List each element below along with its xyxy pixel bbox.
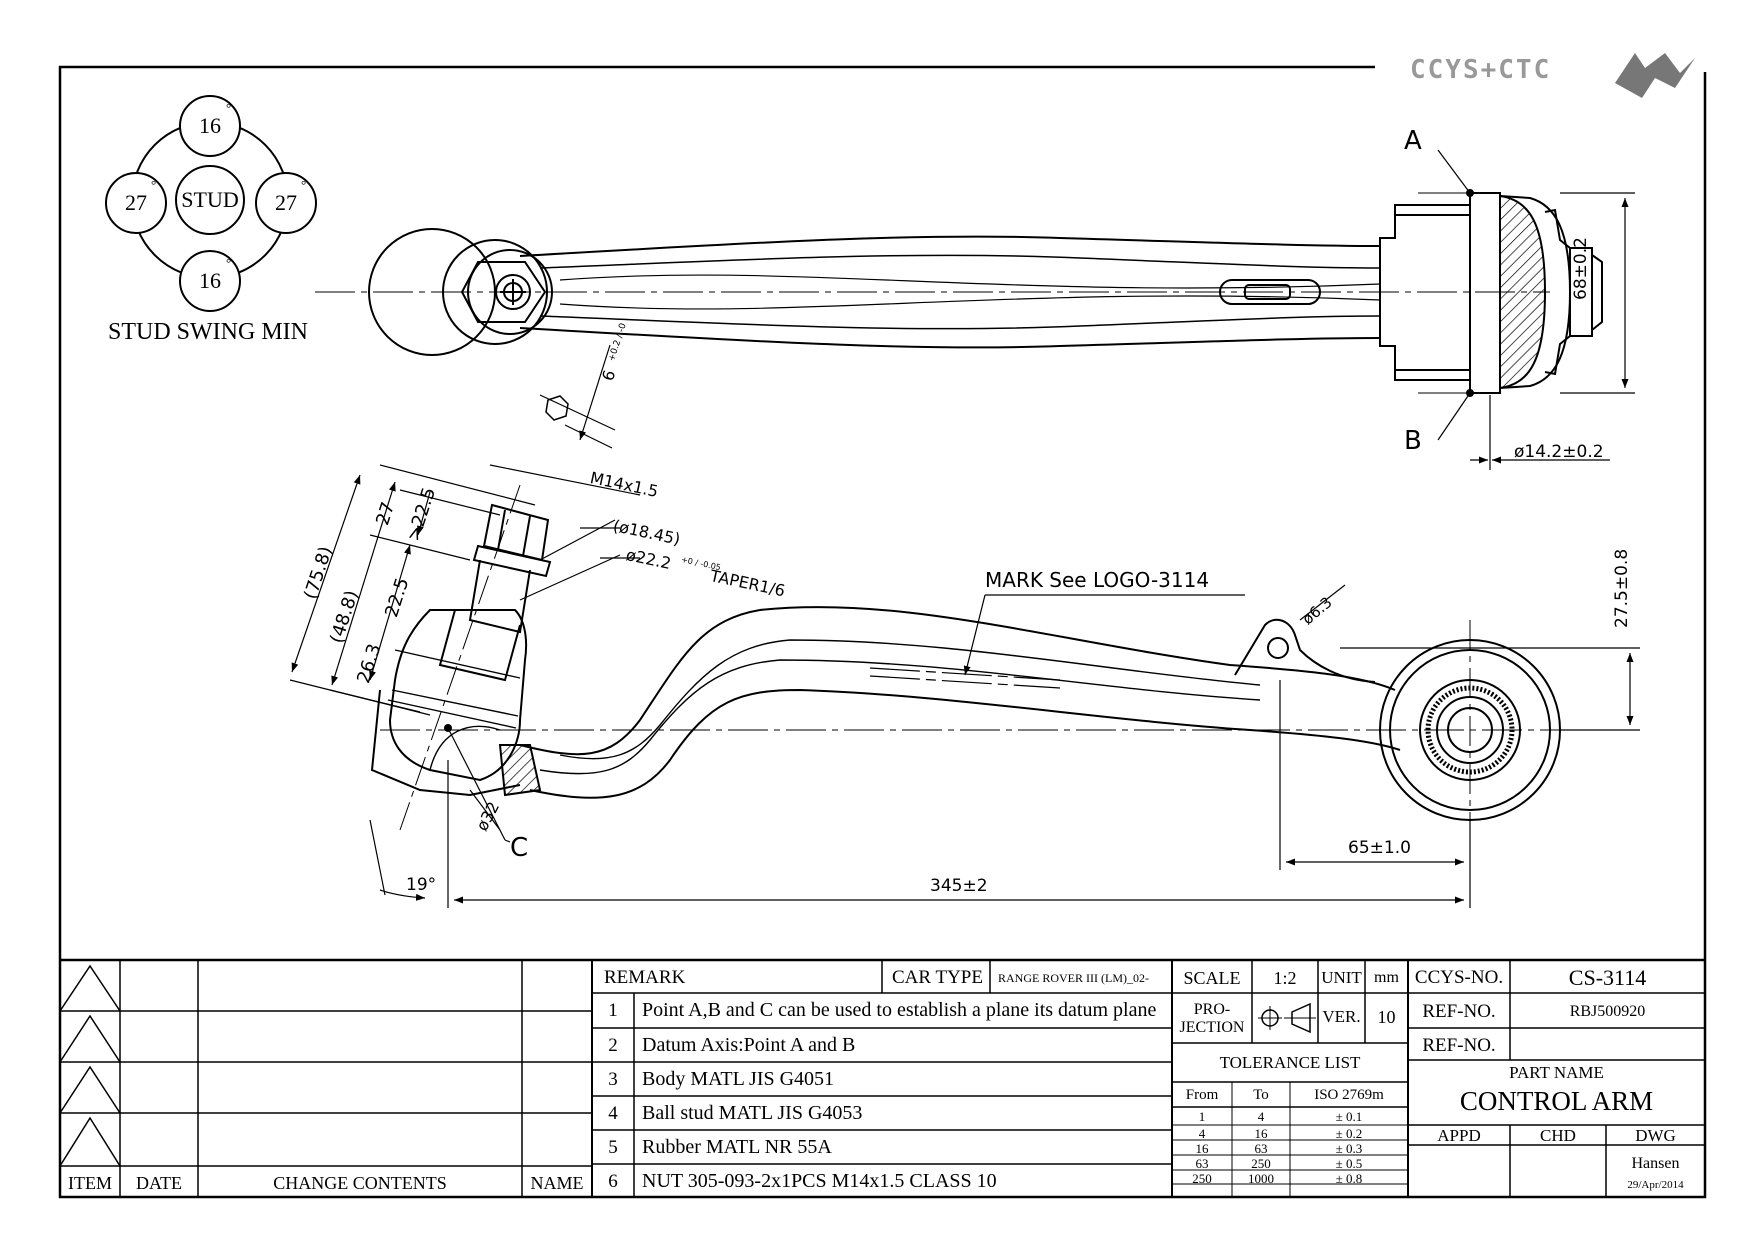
mark-note: MARK See LOGO-3114: [985, 568, 1210, 592]
tol-to-2: 16: [1254, 1126, 1268, 1141]
tol-value-1: ± 0.1: [1335, 1109, 1363, 1124]
scale-value: 1:2: [1273, 968, 1297, 988]
ref-no-value-1: RBJ500920: [1569, 1003, 1646, 1020]
swing-bottom: 16: [199, 268, 221, 293]
remark-text-5: Rubber MATL NR 55A: [642, 1136, 832, 1158]
swing-top-deg: °: [226, 100, 232, 115]
tol-from-5: 250: [1192, 1171, 1212, 1186]
projection-label-2: JECTION: [1179, 1019, 1245, 1036]
tol-to-4: 250: [1251, 1156, 1271, 1171]
top-view: [315, 149, 1603, 441]
tolerance-title: TOLERANCE LIST: [1219, 1053, 1361, 1072]
car-type-label: CAR TYPE: [892, 967, 983, 988]
tol-value-2: ± 0.2: [1335, 1126, 1363, 1141]
sheet-border: [58, 65, 1707, 1199]
point-b-label: B: [1404, 426, 1422, 456]
rev-header-change: CHANGE CONTENTS: [273, 1173, 447, 1193]
top-view-dimensions: [539, 192, 1635, 470]
tol-from-3: 16: [1195, 1141, 1209, 1156]
ref-no-label-2: REF-NO.: [1422, 1035, 1496, 1056]
tol-value-4: ± 0.5: [1335, 1156, 1363, 1171]
remark-no-1: 1: [608, 1000, 618, 1021]
remark-text-1: Point A,B and C can be used to establish…: [642, 999, 1157, 1021]
tol-header-std: ISO 2769m: [1314, 1087, 1384, 1103]
appd-label: APPD: [1437, 1126, 1481, 1145]
scale-label: SCALE: [1183, 968, 1241, 988]
dwg-drawer: Hansen: [1631, 1155, 1680, 1172]
company-logo: CCYS+CTC: [1410, 48, 1700, 108]
tol-from-2: 4: [1198, 1126, 1206, 1141]
part-name-label: PART NAME: [1509, 1063, 1604, 1082]
unit-value: mm: [1374, 969, 1399, 986]
side-view-dimensions: [289, 464, 1640, 908]
car-type-value: RANGE ROVER III (LM)_02-: [998, 971, 1149, 985]
remark-text-6: NUT 305-093-2x1PCS M14x1.5 CLASS 10: [642, 1170, 997, 1192]
ref-no-label-1: REF-NO.: [1422, 1001, 1496, 1022]
tol-value-5: ± 0.8: [1335, 1171, 1363, 1186]
ccys-no-label: CCYS-NO.: [1414, 967, 1504, 988]
remark-no-3: 3: [608, 1069, 618, 1090]
tol-to-5: 1000: [1248, 1171, 1274, 1186]
tol-from-1: 1: [1198, 1109, 1206, 1124]
rev-header-name: NAME: [530, 1173, 584, 1193]
swing-left-deg: °: [151, 177, 157, 192]
rev-header-date: DATE: [136, 1173, 182, 1193]
rev-header-item: ITEM: [68, 1173, 112, 1193]
remark-label: REMARK: [604, 967, 686, 988]
remark-text-2: Datum Axis:Point A and B: [642, 1034, 856, 1056]
unit-label: UNIT: [1321, 968, 1362, 987]
tol-value-3: ± 0.3: [1335, 1141, 1363, 1156]
remark-text-3: Body MATL JIS G4051: [642, 1068, 835, 1090]
tol-header-to: To: [1253, 1087, 1269, 1103]
remark-no-6: 6: [608, 1171, 618, 1192]
tol-to-1: 4: [1257, 1109, 1265, 1124]
dim-19deg: 19°: [406, 875, 437, 895]
ver-label: VER.: [1322, 1007, 1361, 1026]
ccys-no-value: CS-3114: [1568, 965, 1647, 990]
dim-345: 345±2: [930, 876, 988, 896]
swing-top: 16: [199, 113, 221, 138]
point-c-label: C: [510, 833, 529, 863]
part-name-value: CONTROL ARM: [1459, 1086, 1654, 1116]
point-a-label: A: [1404, 126, 1422, 156]
remark-no-4: 4: [608, 1103, 618, 1124]
dim-65: 65±1.0: [1348, 838, 1411, 858]
ver-value: 10: [1377, 1007, 1396, 1027]
swing-title: STUD SWING MIN: [108, 319, 308, 345]
dim-d14-2: ø14.2±0.2: [1514, 442, 1604, 462]
swing-bottom-deg: °: [226, 255, 232, 270]
swing-left: 27: [125, 190, 147, 215]
stud-swing-diagram: [105, 95, 317, 312]
swing-right-deg: °: [301, 177, 307, 192]
dwg-date: 29/Apr/2014: [1627, 1179, 1684, 1191]
tol-from-4: 63: [1195, 1156, 1209, 1171]
dwg-label: DWG: [1635, 1126, 1676, 1145]
remark-no-5: 5: [608, 1137, 618, 1158]
remark-text-4: Ball stud MATL JIS G4053: [642, 1102, 863, 1124]
logo-text: CCYS+CTC: [1410, 55, 1551, 85]
tol-header-from: From: [1185, 1087, 1219, 1103]
projection-label-1: PRO-: [1193, 1001, 1231, 1018]
swing-right: 27: [275, 190, 297, 215]
tol-to-3: 63: [1254, 1141, 1268, 1156]
swing-center: STUD: [181, 187, 239, 212]
chd-label: CHD: [1540, 1126, 1576, 1145]
remark-no-2: 2: [608, 1035, 618, 1056]
